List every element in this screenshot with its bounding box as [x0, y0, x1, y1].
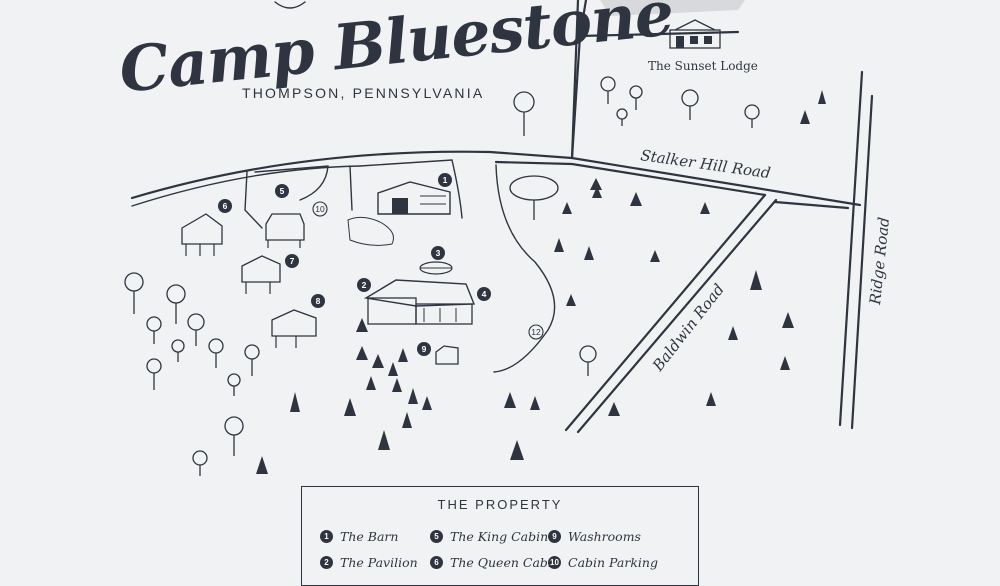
legend-item: 1 The Barn: [320, 529, 398, 544]
marker-8: 8: [311, 294, 325, 308]
svg-text:4: 4: [482, 289, 487, 299]
legend-label: The Barn: [340, 529, 399, 544]
road-label-ridge: Ridge Road: [866, 216, 893, 306]
svg-text:8: 8: [316, 296, 321, 306]
svg-text:2: 2: [362, 280, 367, 290]
svg-text:1: 1: [443, 175, 448, 185]
property-legend: THE PROPERTY 1 The Barn 5 The King Cabin…: [301, 486, 699, 586]
firepit-icon: [419, 261, 453, 275]
svg-text:12: 12: [531, 327, 541, 337]
marker-10: 10: [312, 201, 328, 217]
lake: [600, 0, 745, 16]
barn-icon: [347, 181, 451, 246]
svg-text:3: 3: [436, 248, 441, 258]
marker-4: 4: [477, 287, 491, 301]
marker-6: 6: [218, 199, 232, 213]
legend-item: 5 The King Cabin: [430, 529, 548, 544]
svg-text:10: 10: [315, 204, 325, 214]
marker-7: 7: [285, 254, 299, 268]
marker-3: 3: [431, 246, 445, 260]
legend-label: The King Cabin: [450, 529, 549, 544]
title-flourish: [274, 1, 306, 9]
pavilion-icon: [363, 279, 476, 325]
marker-5: 5: [275, 184, 289, 198]
legend-number: 1: [320, 530, 333, 543]
marker-9: 9: [417, 342, 431, 356]
road-label-stalker-hill: Stalker Hill Road: [639, 146, 771, 182]
svg-text:7: 7: [290, 256, 295, 266]
marker-1: 1: [438, 173, 452, 187]
cabin-icon: [265, 213, 305, 248]
svg-text:6: 6: [223, 201, 228, 211]
svg-text:5: 5: [280, 186, 285, 196]
cabin-icon: [241, 255, 281, 294]
camp-map: Camp Bluestone THOMPSON, PENNSYLVANIA St…: [116, 0, 893, 476]
sunset-lodge-label: The Sunset Lodge: [648, 59, 758, 73]
legend-number: 9: [548, 530, 561, 543]
sunset-lodge-icon: [669, 19, 721, 49]
legend-label: Washrooms: [568, 529, 641, 544]
cabin-icon: [181, 213, 223, 256]
legend-number: 5: [430, 530, 443, 543]
legend-title: THE PROPERTY: [437, 497, 563, 512]
cabin-icon: [271, 309, 317, 348]
marker-12: 12: [528, 324, 544, 340]
deciduous-trees: [124, 76, 760, 476]
marker-2: 2: [357, 278, 371, 292]
road-label-baldwin: Baldwin Road: [648, 280, 728, 375]
roads: [130, 0, 874, 434]
evergreen-trees: [256, 90, 826, 474]
legend-item: 9 Washrooms: [548, 529, 641, 544]
washroom-icon: [435, 345, 459, 365]
map-subtitle: THOMPSON, PENNSYLVANIA: [242, 85, 484, 101]
svg-text:9: 9: [422, 344, 427, 354]
